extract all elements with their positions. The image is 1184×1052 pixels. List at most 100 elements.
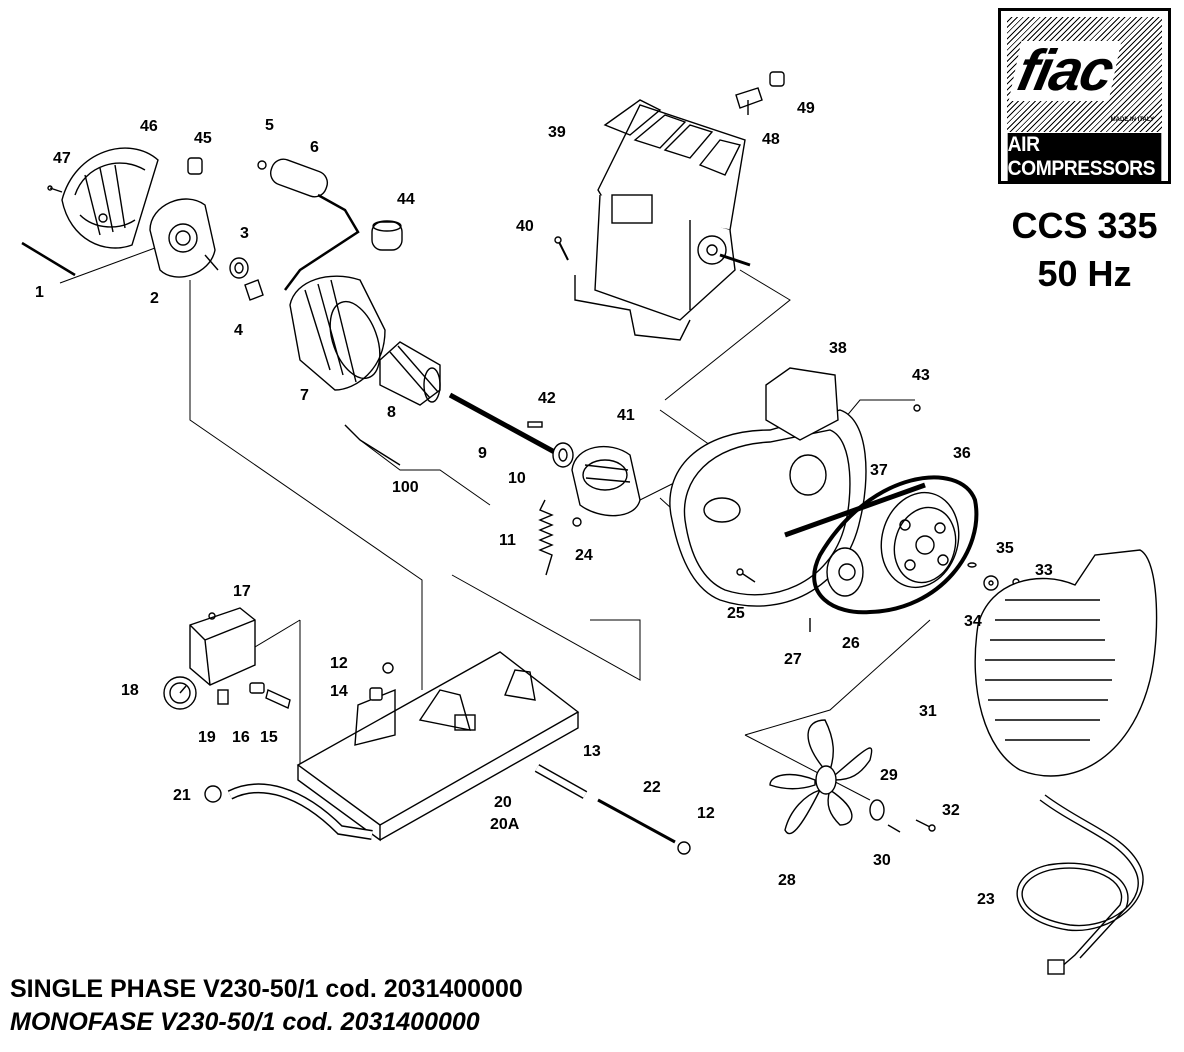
logo-tagline: AIR COMPRESSORS xyxy=(1007,133,1162,181)
part-cap-44 xyxy=(371,220,403,251)
callout-2: 2 xyxy=(150,290,159,307)
callout-20A: 20A xyxy=(490,816,520,833)
callout-11: 11 xyxy=(499,532,516,549)
callout-25: 25 xyxy=(727,605,745,622)
callout-20: 20 xyxy=(494,794,512,811)
part-gauge xyxy=(163,676,197,710)
callout-43: 43 xyxy=(912,367,930,384)
part-threaded-rod xyxy=(597,798,676,844)
part-compressor-head xyxy=(574,99,751,341)
callout-37: 37 xyxy=(870,462,888,479)
callout-21: 21 xyxy=(173,787,191,804)
part-washer-34 xyxy=(983,575,999,591)
part-pressure-switch xyxy=(189,607,256,686)
part-nut-12b xyxy=(677,841,691,855)
part-belt-guard-front xyxy=(974,549,1158,777)
callout-44: 44 xyxy=(397,191,415,208)
callout-14: 14 xyxy=(330,683,348,700)
part-nut-5 xyxy=(257,160,267,170)
part-capacitor xyxy=(269,158,360,291)
callout-15: 15 xyxy=(260,729,278,746)
callout-18: 18 xyxy=(121,682,139,699)
callout-12a: 12 xyxy=(330,655,348,672)
bracket-100 xyxy=(344,424,401,466)
callout-49: 49 xyxy=(797,100,815,117)
callout-48: 48 xyxy=(762,131,780,148)
part-screw-47 xyxy=(47,185,63,193)
part-fitting-16 xyxy=(249,682,265,694)
callout-40: 40 xyxy=(516,218,534,235)
callout-30: 30 xyxy=(873,852,891,869)
part-fan xyxy=(769,719,873,835)
model-name: CCS 335 xyxy=(1011,205,1158,246)
callout-16: 16 xyxy=(232,729,250,746)
part-fitting-14 xyxy=(369,687,383,701)
callout-4: 4 xyxy=(234,322,243,339)
callout-34: 34 xyxy=(964,613,982,630)
callout-23: 23 xyxy=(977,891,995,908)
part-fan-shroud xyxy=(61,147,159,249)
callout-22: 22 xyxy=(643,779,661,796)
callout-5: 5 xyxy=(265,117,274,134)
part-nut-24 xyxy=(572,517,582,527)
part-key-35 xyxy=(967,562,977,568)
part-end-shield xyxy=(149,198,219,278)
callout-17: 17 xyxy=(233,583,251,600)
part-screw-43 xyxy=(913,404,921,412)
part-fitting-49 xyxy=(769,71,785,87)
footer-line-italian: MONOFASE V230-50/1 cod. 2031400000 xyxy=(10,1008,480,1036)
part-handle xyxy=(204,783,373,840)
part-base xyxy=(296,651,580,842)
part-tube-13 xyxy=(534,764,588,799)
part-fitting-48 xyxy=(735,87,763,115)
callout-28: 28 xyxy=(778,872,796,889)
part-power-cable xyxy=(1016,794,1144,975)
callout-3: 3 xyxy=(240,225,249,242)
part-bearing-3 xyxy=(229,257,249,279)
part-spring xyxy=(538,499,554,576)
callout-46: 46 xyxy=(140,118,158,135)
callout-10: 10 xyxy=(508,470,526,487)
callout-39: 39 xyxy=(548,124,566,141)
part-rotor xyxy=(379,341,441,406)
callout-24: 24 xyxy=(575,547,593,564)
callout-35: 35 xyxy=(996,540,1014,557)
callout-9: 9 xyxy=(478,445,487,462)
fiac-logo: fiac MADE IN ITALY AIR COMPRESSORS xyxy=(998,8,1171,184)
callout-47: 47 xyxy=(53,150,71,167)
callout-31: 31 xyxy=(919,703,937,720)
part-clip-4 xyxy=(244,279,264,301)
callout-8: 8 xyxy=(387,404,396,421)
part-tie-rod xyxy=(21,241,76,277)
callout-13: 13 xyxy=(583,743,601,760)
part-hub-29 xyxy=(869,799,885,821)
callout-36: 36 xyxy=(953,445,971,462)
part-screw-32 xyxy=(915,819,936,832)
part-screw-30 xyxy=(887,824,901,833)
part-fitting-19 xyxy=(217,689,229,705)
callout-32: 32 xyxy=(942,802,960,819)
callout-26: 26 xyxy=(842,635,860,652)
footer-line-english: SINGLE PHASE V230-50/1 cod. 2031400000 xyxy=(10,975,523,1003)
callout-7: 7 xyxy=(300,387,309,404)
callout-29: 29 xyxy=(880,767,898,784)
part-screw-25 xyxy=(736,568,756,583)
part-end-shield-41 xyxy=(571,445,641,517)
callout-27: 27 xyxy=(784,651,802,668)
part-shaft xyxy=(448,392,562,458)
callout-100: 100 xyxy=(392,479,419,496)
callout-38: 38 xyxy=(829,340,847,357)
part-valve-15 xyxy=(265,689,291,709)
callout-33: 33 xyxy=(1035,562,1053,579)
logo-brand: fiac xyxy=(1008,38,1122,103)
callout-1: 1 xyxy=(35,284,44,301)
logo-made-in: MADE IN ITALY xyxy=(1110,117,1154,123)
part-bearing-10 xyxy=(552,442,574,468)
part-stator xyxy=(289,275,386,391)
part-flywheel xyxy=(880,491,960,589)
callout-labels: 1 2 3 4 5 6 7 8 9 10 11 12 12 13 14 15 1… xyxy=(35,100,1053,908)
part-key-42 xyxy=(527,421,543,428)
callout-42: 42 xyxy=(538,390,556,407)
part-nipple-45 xyxy=(187,157,203,175)
